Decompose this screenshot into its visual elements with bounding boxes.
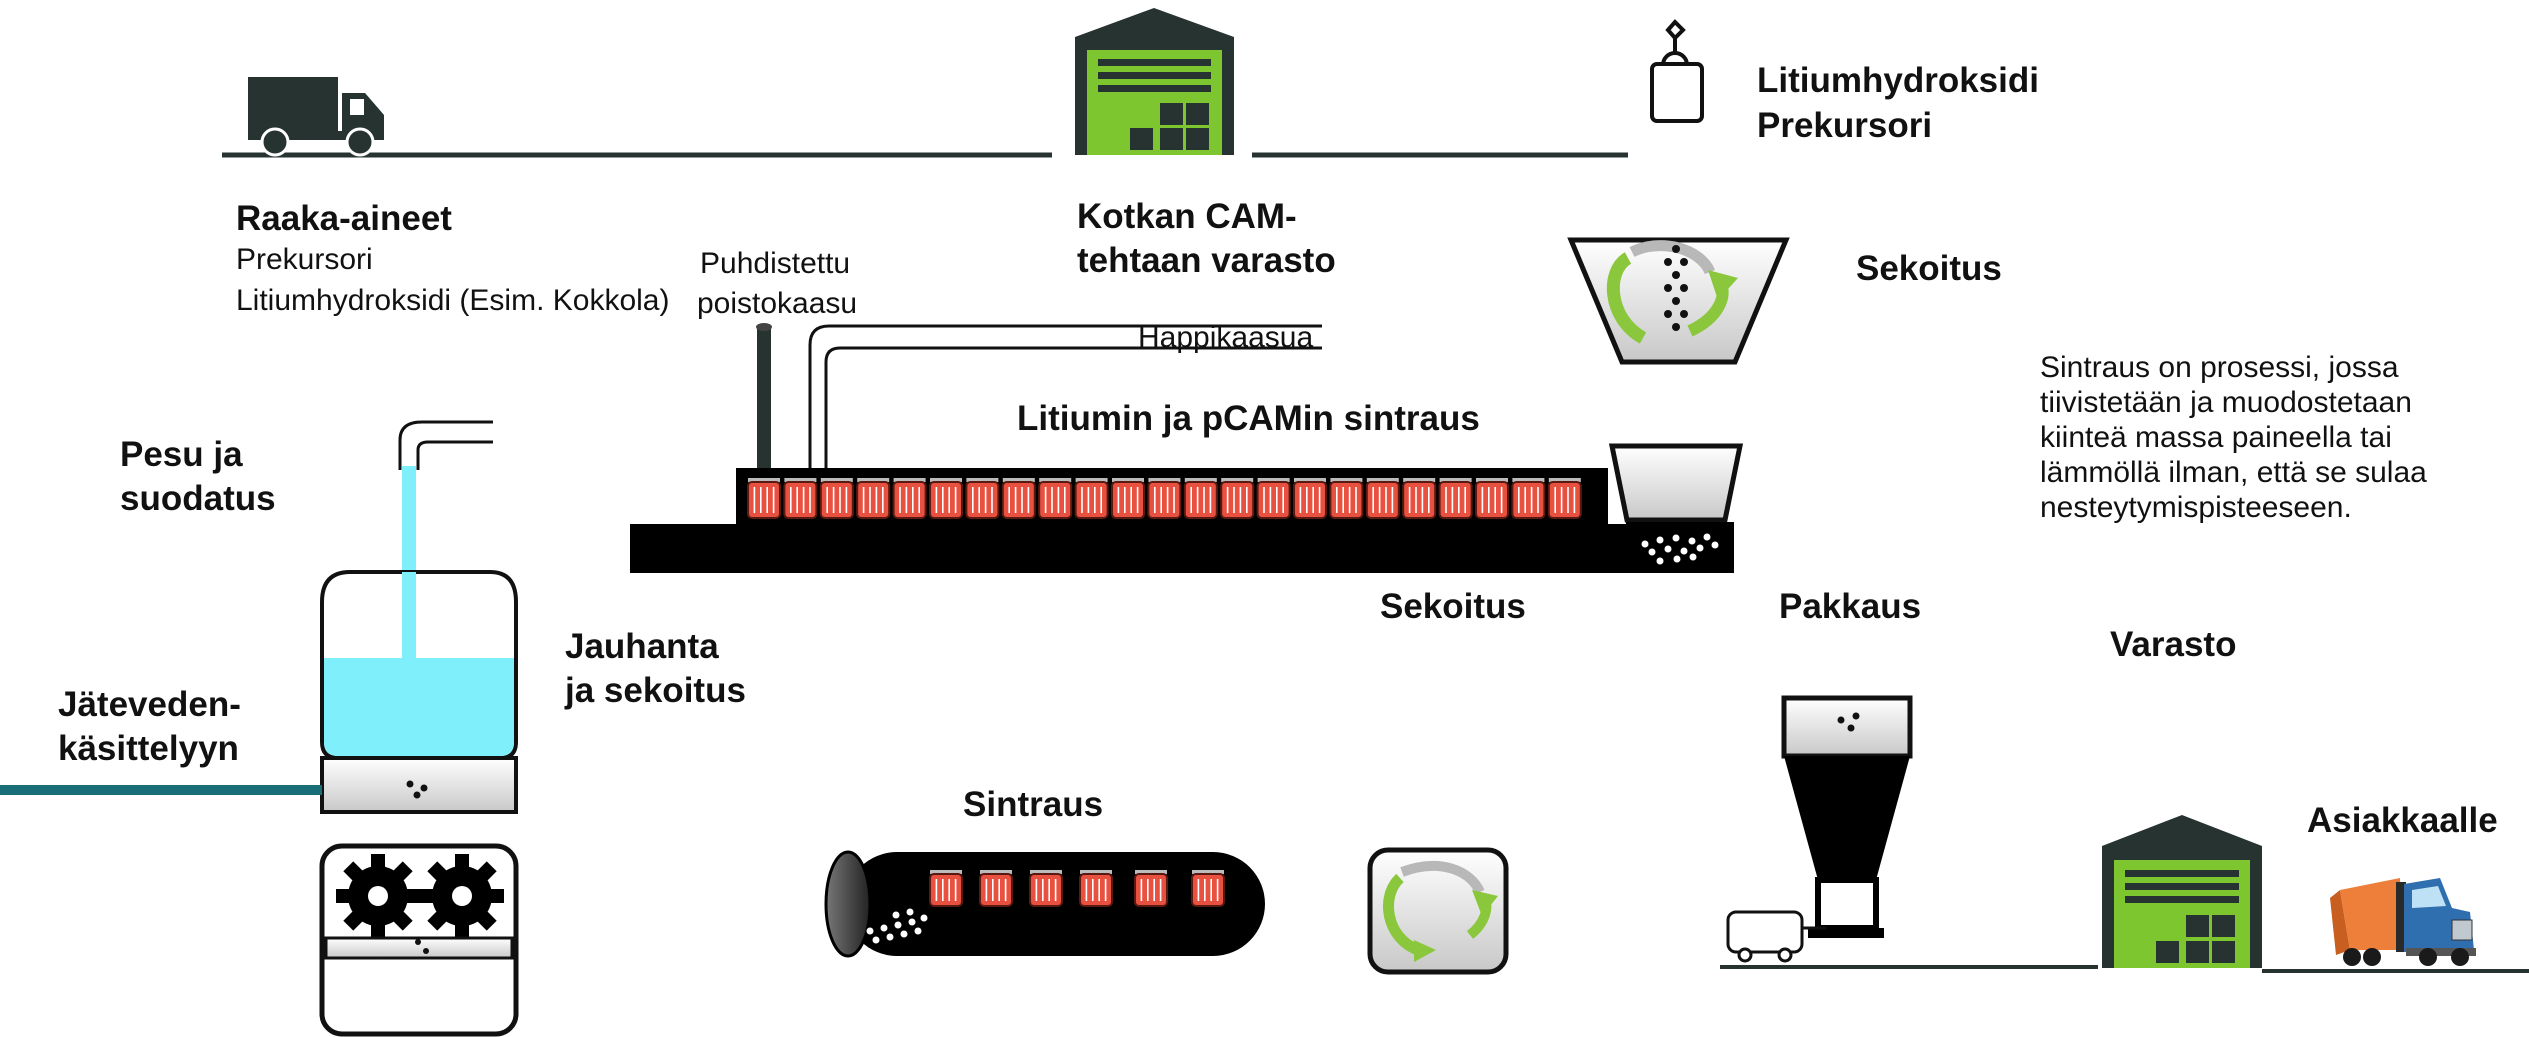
- sintering-definition-1: Sintraus on prosessi, jossa: [2040, 351, 2399, 384]
- crucible: [856, 478, 891, 519]
- raw-materials-item-1: Prekursori: [236, 243, 373, 276]
- sintering-definition-2: tiivistetään ja muodostetaan: [2040, 386, 2412, 419]
- sintering-definition-3: kiinteä massa paineella tai: [2040, 421, 2392, 454]
- kotka-warehouse-label-1: Kotkan CAM-: [1077, 197, 1297, 236]
- crucible: [892, 478, 927, 519]
- crucible: [1475, 478, 1509, 519]
- lioh-label-2: Prekursori: [1757, 106, 1933, 145]
- crucible: [1191, 870, 1225, 907]
- warehouse-icon: [1075, 8, 1234, 155]
- crucible: [1256, 478, 1291, 519]
- crucible: [1147, 478, 1182, 519]
- packaging-label: Pakkaus: [1779, 587, 1922, 626]
- grinding-label-2: ja sekoitus: [565, 671, 746, 710]
- washing-label-1: Pesu ja: [120, 435, 243, 474]
- mixing-label-top: Sekoitus: [1856, 249, 2002, 288]
- to-customer-label: Asiakkaalle: [2307, 801, 2498, 840]
- lioh-label-1: Litiumhydroksidi: [1757, 61, 2039, 100]
- exhaust-gas-label-2: poistokaasu: [697, 287, 858, 320]
- crucible: [1134, 870, 1168, 907]
- crucible: [1111, 478, 1145, 519]
- crucible: [1402, 478, 1437, 519]
- grinding-mill-icon: [319, 843, 519, 1037]
- sintering-definition-5: nesteytymispisteeseen.: [2040, 491, 2352, 524]
- wastewater-label-2: käsittelyyn: [58, 729, 239, 768]
- raw-materials-item-2: Litiumhydroksidi (Esim. Kokkola): [236, 284, 670, 317]
- mixing-hopper-icon: [1567, 237, 1790, 365]
- crucible: [1293, 478, 1327, 519]
- crucible: [1329, 478, 1364, 519]
- crucible: [1183, 478, 1218, 519]
- crucible: [1029, 870, 1063, 907]
- warehouse-bottom-icon: [2102, 815, 2262, 968]
- bottom-flow-lines: [1720, 965, 2529, 973]
- crucible: [1079, 870, 1113, 907]
- crucible: [1511, 478, 1546, 519]
- semi-truck-icon: [2330, 878, 2476, 966]
- hanging-bag-icon: [1650, 19, 1704, 123]
- washing-label-2: suodatus: [120, 479, 276, 518]
- crucible: [929, 478, 963, 519]
- crucible: [1074, 478, 1109, 519]
- mixer-icon: [1367, 847, 1509, 975]
- raw-materials-title: Raaka-aineet: [236, 199, 452, 238]
- oxygen-gas-label: Happikaasua: [1138, 321, 1314, 354]
- sintering-furnace-icon: [630, 323, 1734, 573]
- crucible: [1365, 478, 1400, 519]
- crucible: [1038, 478, 1073, 519]
- exhaust-gas-label-1: Puhdistettu: [700, 247, 851, 280]
- rotary-kiln-icon: [824, 850, 1265, 958]
- washing-tank-icon: [320, 420, 518, 814]
- feed-hopper-icon: [1608, 443, 1744, 570]
- crucible: [747, 478, 781, 519]
- sintering-definition-4: lämmöllä ilman, että se sulaa: [2040, 456, 2427, 489]
- kiln-sintering-label: Sintraus: [963, 785, 1104, 824]
- big-bag-cart-icon: [1726, 910, 1826, 963]
- packaging-silo-icon: [1781, 695, 1913, 938]
- truck-icon: [248, 77, 384, 157]
- grinding-label-1: Jauhanta: [565, 627, 719, 666]
- crucible: [819, 478, 854, 519]
- kotka-warehouse-label-2: tehtaan varasto: [1077, 241, 1336, 280]
- main-sintering-label: Litiumin ja pCAMin sintraus: [1017, 399, 1480, 438]
- wastewater-label-1: Jäteveden-: [58, 685, 241, 724]
- crucible: [1547, 478, 1582, 519]
- crucible: [1438, 478, 1473, 519]
- crucible: [929, 870, 963, 907]
- mixing-label-middle: Sekoitus: [1380, 587, 1526, 626]
- crucible: [979, 870, 1013, 907]
- crucible: [1220, 478, 1255, 519]
- crucible: [1001, 478, 1036, 519]
- storage-label: Varasto: [2110, 625, 2237, 664]
- crucible: [783, 478, 818, 519]
- crucible: [965, 478, 1000, 519]
